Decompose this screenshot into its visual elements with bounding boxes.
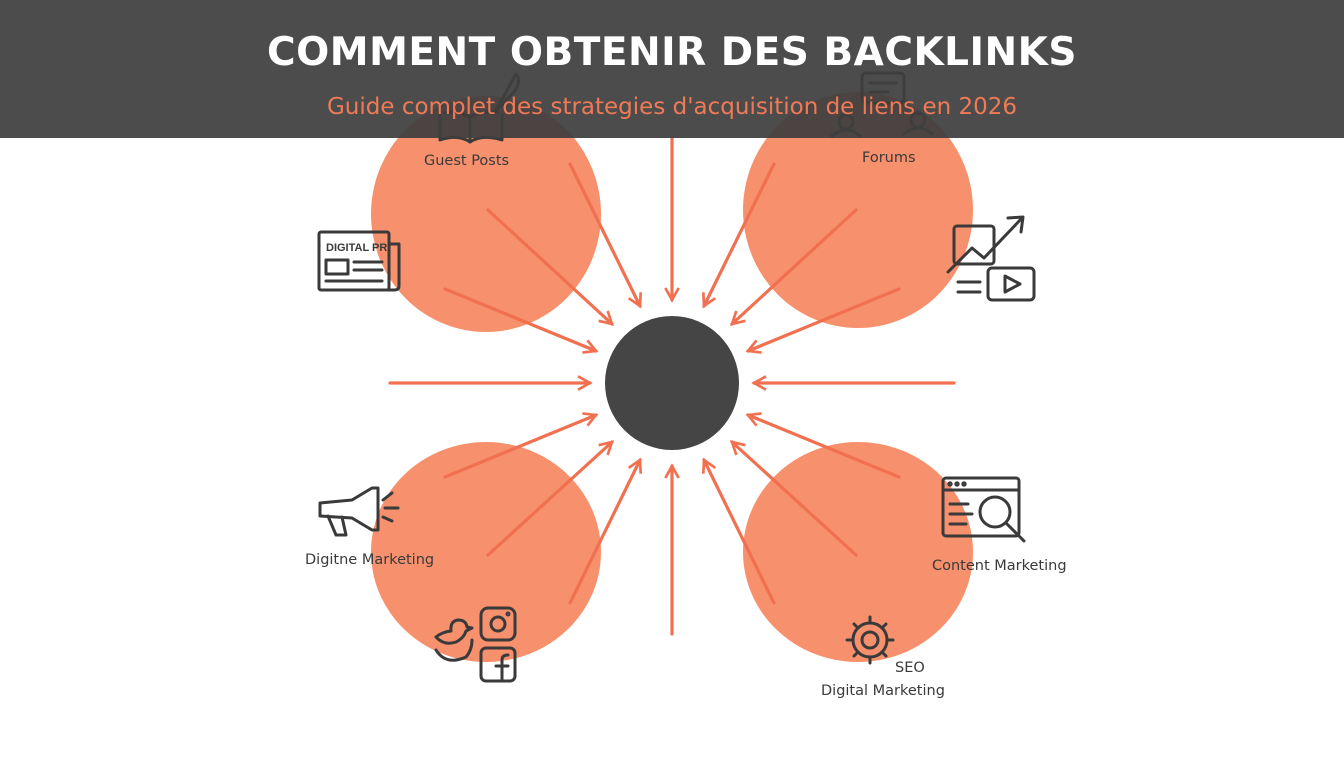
- arrow-4: [443, 287, 596, 351]
- arrow-11: [732, 208, 858, 324]
- content-marketing-label: Content Marketing: [932, 558, 1067, 574]
- title-banner: COMMENT OBTENIR DES BACKLINKS Guide comp…: [0, 0, 1344, 138]
- growth-chart-video-icon: [946, 215, 1036, 302]
- arrow-3: [486, 208, 612, 324]
- browser-search-icon: [941, 476, 1026, 543]
- petals: [371, 92, 973, 662]
- gear-icon: [845, 615, 895, 665]
- arrow-7: [486, 442, 612, 557]
- petal-bottom-right: [743, 442, 973, 662]
- petal-bottom-left: [371, 442, 601, 662]
- arrow-15: [732, 442, 858, 557]
- forums-label: Forums: [862, 150, 916, 166]
- arrow-2: [568, 162, 640, 306]
- petal-top-right: [743, 92, 973, 328]
- megaphone-icon: [318, 486, 400, 537]
- arrow-14: [748, 415, 901, 479]
- arrows-group: [388, 136, 956, 636]
- twitter-icon: [434, 618, 474, 662]
- seo-label: SEO: [895, 660, 925, 676]
- petal-top-left: [371, 96, 601, 332]
- arrow-6: [443, 415, 596, 479]
- facebook-icon: [479, 646, 517, 683]
- page-title: COMMENT OBTENIR DES BACKLINKS: [267, 30, 1077, 75]
- newspaper-icon: [317, 230, 401, 292]
- arrow-10: [704, 162, 776, 306]
- digital-pr-label: DIGITAL PR: [326, 242, 387, 254]
- instagram-icon: [479, 606, 517, 642]
- arrow-12: [748, 287, 901, 351]
- page-subtitle: Guide complet des strategies d'acquisiti…: [326, 94, 1018, 120]
- arrow-8: [568, 460, 640, 605]
- arrow-16: [704, 460, 776, 605]
- digital-marketing-bottom-label: Digital Marketing: [821, 683, 945, 699]
- guest-posts-label: Guest Posts: [424, 153, 509, 169]
- hub-circle: [605, 316, 739, 450]
- digital-marketing-left-label: Digitne Marketing: [305, 552, 434, 568]
